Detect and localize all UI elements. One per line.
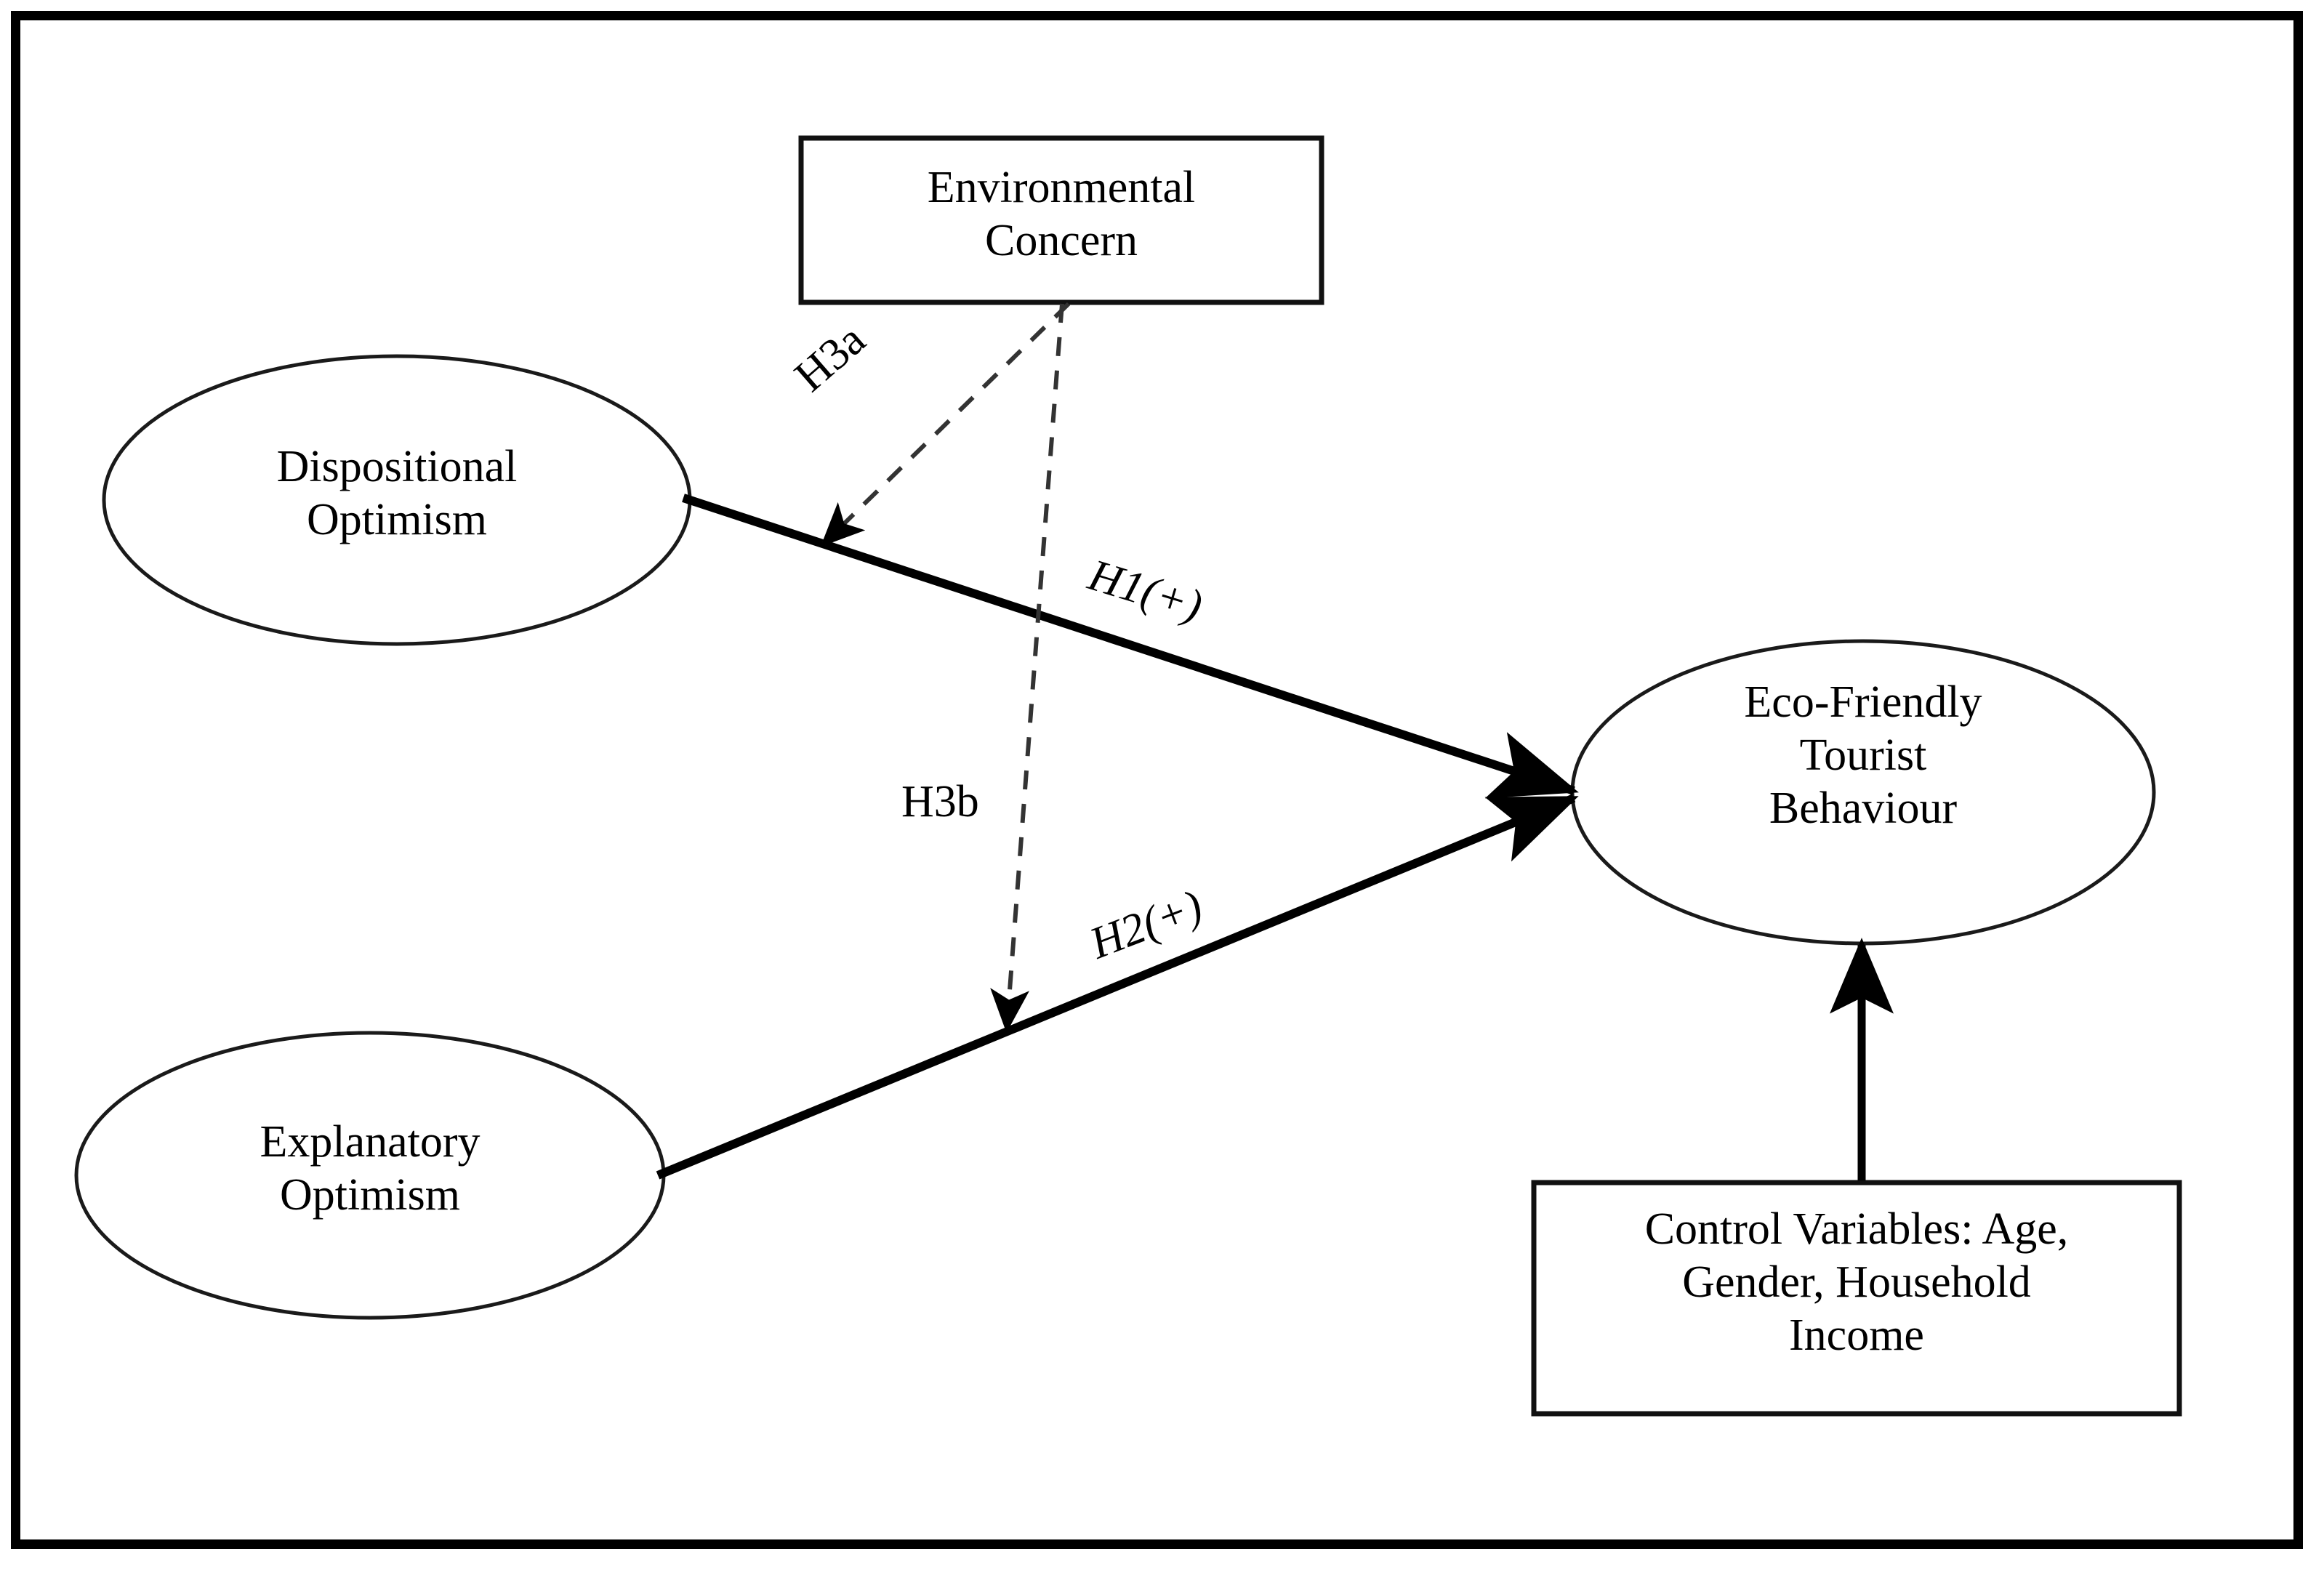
edge-h3b-line	[990, 303, 1064, 1033]
node-dispositional-optimism[interactable]	[102, 354, 692, 646]
node-explanatory-optimism[interactable]	[74, 1031, 666, 1320]
node-eco-friendly-tourist-behaviour[interactable]	[1570, 639, 2156, 946]
edge-h3a-line	[820, 302, 1071, 547]
edge-h1-line	[682, 494, 1579, 799]
edge-h3b-label: H3b	[901, 777, 979, 826]
node-control-variables[interactable]	[1531, 1180, 2182, 1417]
figure-border	[11, 11, 2303, 1549]
node-environmental-concern[interactable]	[798, 135, 1324, 305]
edge-h2-line	[656, 794, 1579, 1180]
